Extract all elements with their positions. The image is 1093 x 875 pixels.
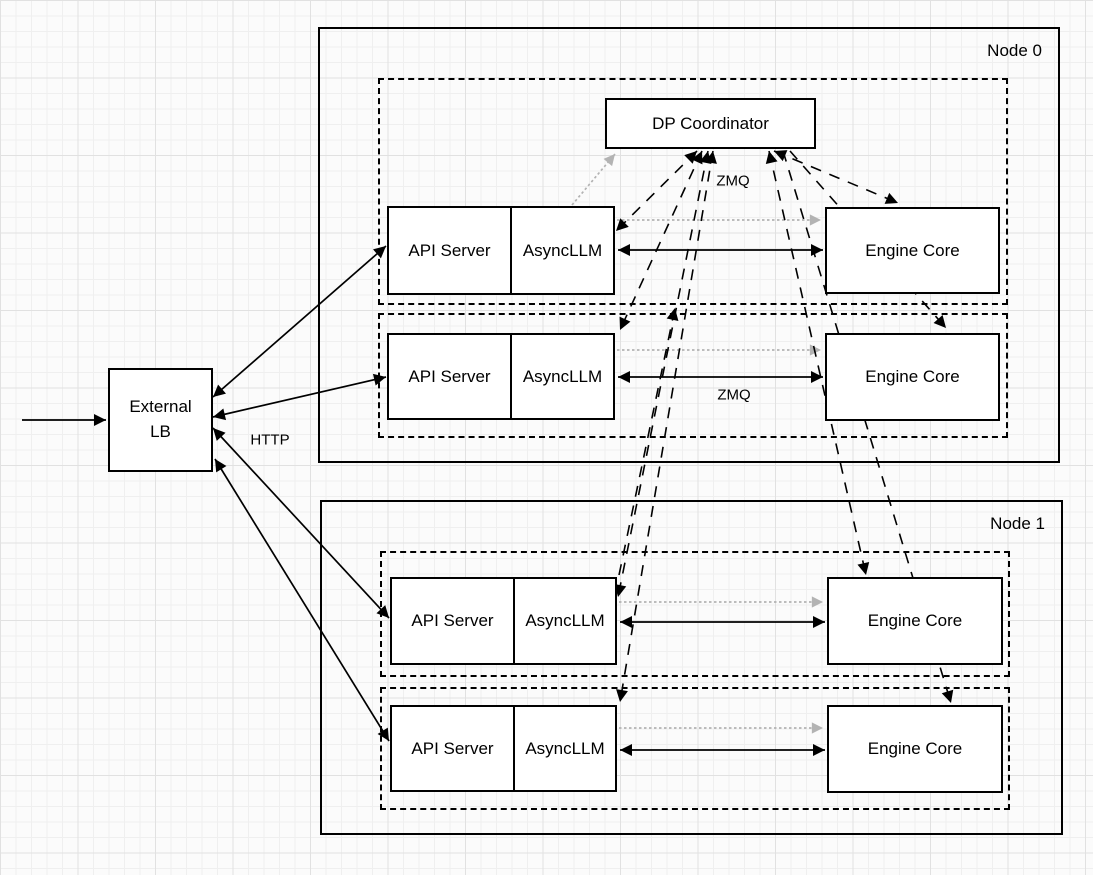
node0-row1-api-asyncllm-box: API Server AsyncLLM	[387, 206, 615, 295]
dp-coordinator-label: DP Coordinator	[652, 113, 769, 133]
engine-core-label: Engine Core	[867, 739, 963, 758]
node1-row1-engine-core-box: Engine Core	[827, 577, 1003, 665]
engine-core-label: Engine Core	[867, 611, 963, 630]
api-server-label: API Server	[411, 611, 494, 630]
api-server-cell: API Server	[392, 707, 515, 790]
zmq-coordinator-edge-label: ZMQ	[716, 172, 750, 190]
node0-row1-engine-core-box: Engine Core	[825, 207, 1000, 294]
external-lb-label-line2: LB	[150, 422, 171, 441]
node1-label: Node 1	[990, 514, 1045, 533]
engine-core-label: Engine Core	[865, 240, 960, 260]
node1-row2-engine-core-box: Engine Core	[827, 705, 1003, 793]
asyncllm-cell: AsyncLLM	[515, 579, 615, 663]
api-server-cell: API Server	[392, 579, 515, 663]
connector-dashed	[616, 150, 717, 703]
external-lb-label-line1: External	[129, 397, 192, 417]
connector-dashed	[773, 150, 899, 204]
api-server-cell: API Server	[389, 208, 512, 293]
asyncllm-cell: AsyncLLM	[515, 707, 615, 790]
api-server-label: API Server	[408, 240, 491, 260]
api-server-label: API Server	[411, 738, 494, 758]
asyncllm-label: AsyncLLM	[522, 240, 603, 260]
connector-dotted	[571, 153, 616, 206]
connector-dashed	[615, 150, 698, 232]
asyncllm-label: AsyncLLM	[525, 738, 605, 758]
connector-dashed	[618, 307, 679, 576]
api-server-cell: API Server	[389, 335, 512, 418]
node0-label: Node 0	[987, 41, 1042, 60]
node1-row2-api-asyncllm-box: API Server AsyncLLM	[390, 705, 617, 792]
dp-coordinator-box: DP Coordinator	[605, 98, 816, 149]
node0-row2-api-asyncllm-box: API Server AsyncLLM	[387, 333, 615, 420]
asyncllm-label: AsyncLLM	[522, 366, 603, 386]
asyncllm-cell: AsyncLLM	[512, 335, 613, 418]
node1-row1-api-asyncllm-box: API Server AsyncLLM	[390, 577, 617, 665]
node0-row2-engine-core-box: Engine Core	[825, 333, 1000, 421]
http-edge-label: HTTP	[250, 431, 290, 449]
connector-solid	[212, 373, 387, 421]
connector-solid	[212, 427, 390, 619]
connector-dashed	[619, 150, 703, 331]
asyncllm-cell: AsyncLLM	[512, 208, 613, 293]
engine-core-label: Engine Core	[865, 367, 960, 386]
connector-solid	[212, 245, 387, 398]
connector-dashed	[614, 150, 712, 598]
asyncllm-label: AsyncLLM	[525, 611, 605, 630]
connector-dashed	[765, 150, 870, 576]
zmq-engine-edge-label: ZMQ	[717, 386, 751, 404]
external-lb-box: External LB	[108, 368, 213, 472]
api-server-label: API Server	[408, 366, 491, 386]
connector-solid	[214, 458, 390, 742]
